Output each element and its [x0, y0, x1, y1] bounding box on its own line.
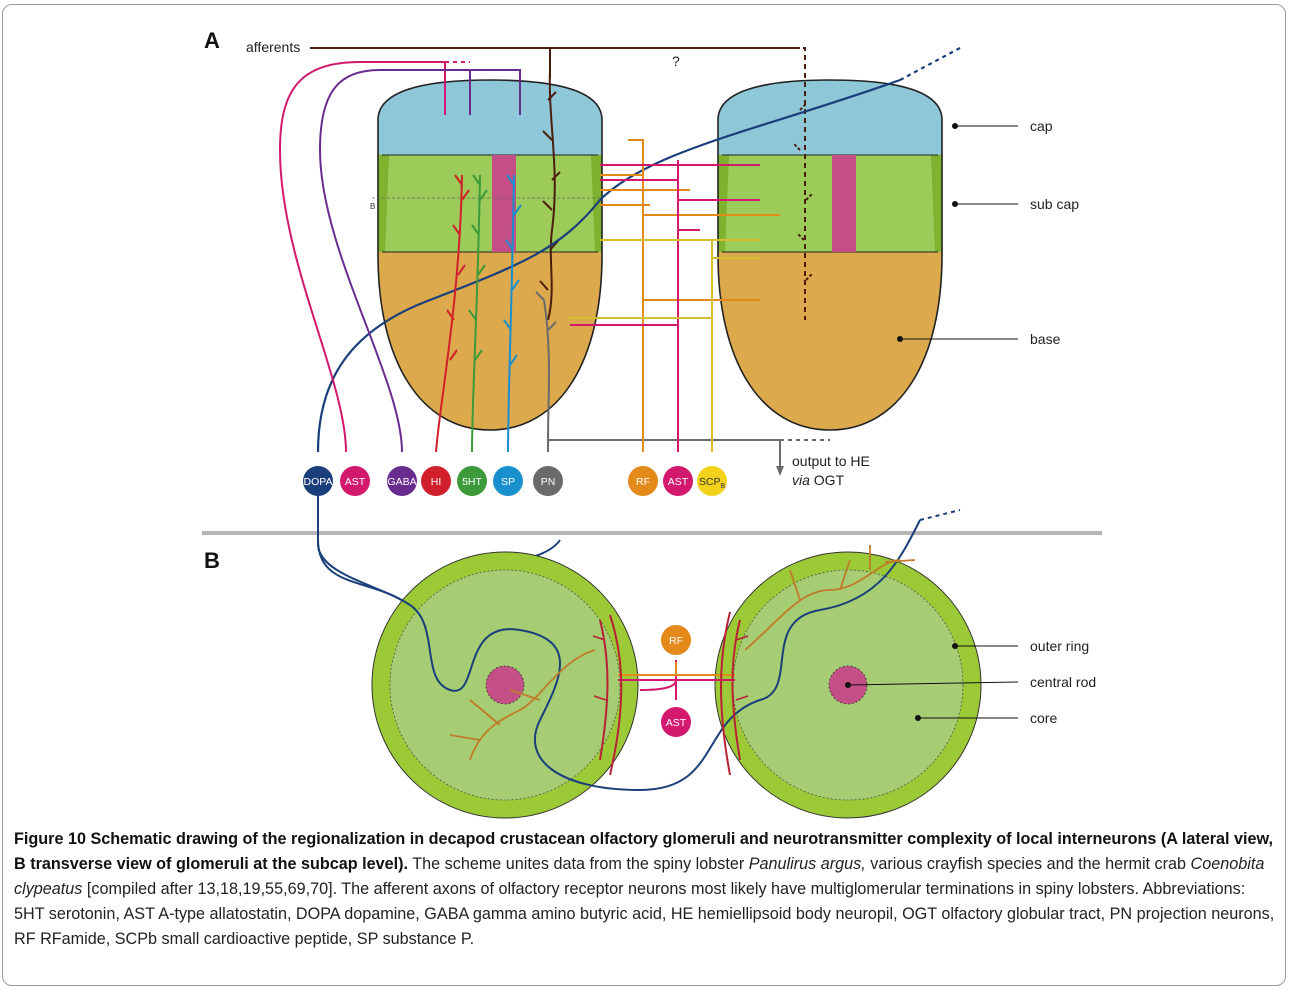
rf-label-b: RF: [669, 635, 683, 647]
section-b-marker: B: [370, 202, 375, 211]
neuron-dopa-label: DOPA: [304, 476, 333, 488]
neuron-gaba-label: GABA: [387, 476, 416, 488]
figure-diagram: A B B afferents ?: [0, 0, 1290, 825]
neuron-ast-label: AST: [668, 476, 689, 488]
subcap-region: [370, 155, 610, 252]
caption-species-1: Panulirus argus,: [749, 855, 866, 873]
cap-label: cap: [1030, 118, 1053, 134]
ast-label-b: AST: [666, 717, 687, 729]
glomerulus-transverse-left: [372, 552, 638, 818]
output-label: output to HE: [792, 453, 870, 469]
rf-axon: [628, 140, 643, 452]
central-rod-label: central rod: [1030, 674, 1096, 690]
base-label: base: [1030, 331, 1061, 347]
base-region: [370, 252, 610, 442]
caption-text-3: [compiled after 13,18,19,55,69,70]. The …: [14, 880, 1274, 948]
outer-ring-label: outer ring: [1030, 638, 1089, 654]
neuron-hi-label: HI: [431, 476, 442, 488]
cap-region: [370, 70, 610, 155]
glomerulus-lateral-left: [370, 70, 610, 442]
neuron-sp-label: SP: [501, 476, 515, 488]
question-mark: ?: [672, 53, 680, 69]
pn-output: [548, 440, 780, 470]
neuron-ast-label: AST: [345, 476, 366, 488]
glomerulus-lateral-right: [710, 70, 950, 442]
core-label: core: [1030, 710, 1057, 726]
neuron-pn-label: PN: [541, 476, 556, 488]
panel-label-b: B: [204, 548, 220, 573]
panel-label-a: A: [204, 28, 220, 53]
subcap-label: sub cap: [1030, 196, 1079, 212]
neuron-rf-label: RF: [636, 476, 650, 488]
neuron-5ht-label: 5HT: [462, 476, 482, 488]
caption-text-2: various crayfish species and the hermit …: [866, 855, 1191, 873]
output-via-ogt: via OGT: [792, 472, 845, 488]
figure-caption: Figure 10 Schematic drawing of the regio…: [14, 827, 1276, 952]
caption-text-1: The scheme unites data from the spiny lo…: [408, 855, 749, 873]
afferents-label: afferents: [246, 39, 300, 55]
